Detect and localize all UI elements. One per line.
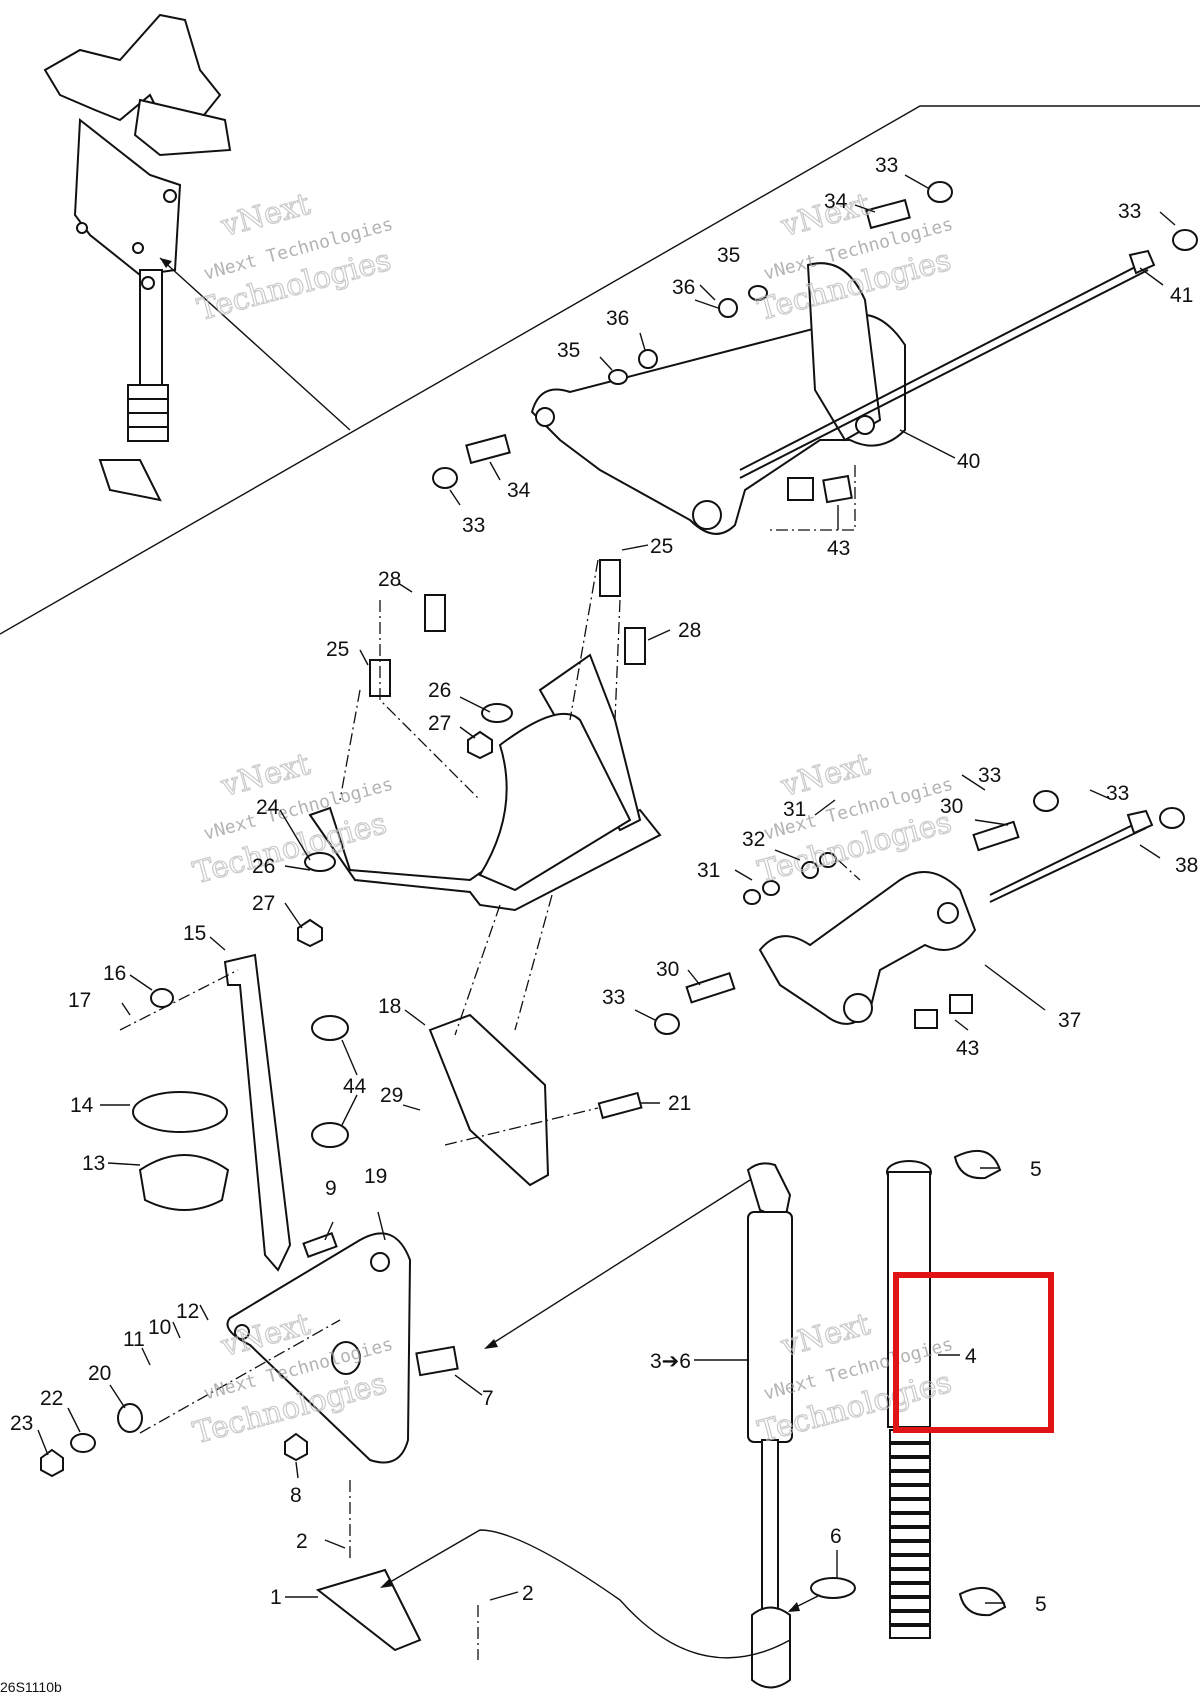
callout-40: 40 [957, 450, 980, 473]
callout-15: 15 [183, 922, 206, 945]
callout-38: 38 [1175, 854, 1198, 877]
left-linkage [40, 953, 643, 1652]
callout-16: 16 [103, 962, 126, 985]
callout-1: 1 [270, 1586, 282, 1609]
callout-18: 18 [378, 995, 401, 1018]
callout-31: 31 [697, 859, 720, 882]
callout-34: 34 [824, 190, 848, 213]
callout-6: 6 [830, 1525, 842, 1548]
callout-leaders [37, 174, 1176, 1604]
assembly-guide-lines [119, 465, 861, 1660]
callout-25: 25 [650, 535, 673, 558]
callout-24: 24 [256, 796, 280, 819]
callout-37: 37 [1058, 1009, 1081, 1032]
callout-27: 27 [252, 892, 275, 915]
callout-2: 2 [522, 1582, 534, 1605]
callout-33: 33 [978, 764, 1001, 787]
callout-43: 43 [827, 537, 850, 560]
callout-3-6: 3➔6 [650, 1350, 691, 1373]
callout-30: 30 [656, 958, 679, 981]
callout-13: 13 [82, 1152, 105, 1175]
reference-code: 26S1110b [0, 1679, 62, 1695]
callout-labels: 33 34 33 41 35 36 36 35 34 33 40 43 25 2… [10, 154, 1198, 1616]
callout-8: 8 [290, 1484, 302, 1507]
callout-14: 14 [70, 1094, 94, 1117]
mounting-bracket [297, 559, 662, 948]
lower-arm-assembly [654, 790, 1185, 1035]
callout-33: 33 [875, 154, 898, 177]
callout-25: 25 [326, 638, 349, 661]
callout-17: 17 [68, 989, 91, 1012]
callout-33: 33 [1106, 782, 1129, 805]
callout-33: 33 [462, 514, 485, 537]
callout-5: 5 [1030, 1158, 1042, 1181]
callout-33: 33 [602, 986, 625, 1009]
callout-20: 20 [88, 1362, 111, 1385]
callout-35: 35 [717, 244, 740, 267]
callout-43: 43 [956, 1037, 979, 1060]
callout-33: 33 [1118, 200, 1141, 223]
callout-28: 28 [378, 568, 401, 591]
callout-9: 9 [325, 1177, 337, 1200]
callout-23: 23 [10, 1412, 33, 1435]
callout-27: 27 [428, 712, 451, 735]
callout-26: 26 [252, 855, 275, 878]
callout-44: 44 [343, 1075, 367, 1098]
inset-assembly-view [43, 13, 351, 502]
callout-11: 11 [123, 1328, 145, 1351]
highlight-box-item-4 [893, 1272, 1054, 1433]
callout-19: 19 [364, 1165, 387, 1188]
callout-10: 10 [148, 1316, 171, 1339]
gas-strut [746, 1162, 856, 1689]
callout-22: 22 [40, 1387, 63, 1410]
shock-absorber [886, 1149, 1007, 1639]
callout-29: 29 [380, 1084, 403, 1107]
callout-7: 7 [482, 1387, 494, 1410]
callout-5: 5 [1035, 1593, 1047, 1616]
callout-32: 32 [742, 828, 765, 851]
upper-arm-assembly [432, 181, 1198, 535]
callout-12: 12 [176, 1300, 199, 1323]
callout-41: 41 [1170, 284, 1193, 307]
callout-36: 36 [672, 276, 695, 299]
callout-35: 35 [557, 339, 580, 362]
callout-4: 4 [965, 1345, 977, 1368]
callout-36: 36 [606, 307, 629, 330]
section-divider [0, 105, 1200, 635]
callout-21: 21 [668, 1092, 691, 1115]
watermark-line1: vNext [777, 747, 874, 804]
callout-28: 28 [678, 619, 701, 642]
callout-34: 34 [507, 479, 531, 502]
callout-26: 26 [428, 679, 451, 702]
watermark-line1: vNext [217, 187, 314, 244]
callout-2: 2 [296, 1530, 308, 1553]
callout-30: 30 [940, 795, 963, 818]
callout-31: 31 [783, 798, 806, 821]
